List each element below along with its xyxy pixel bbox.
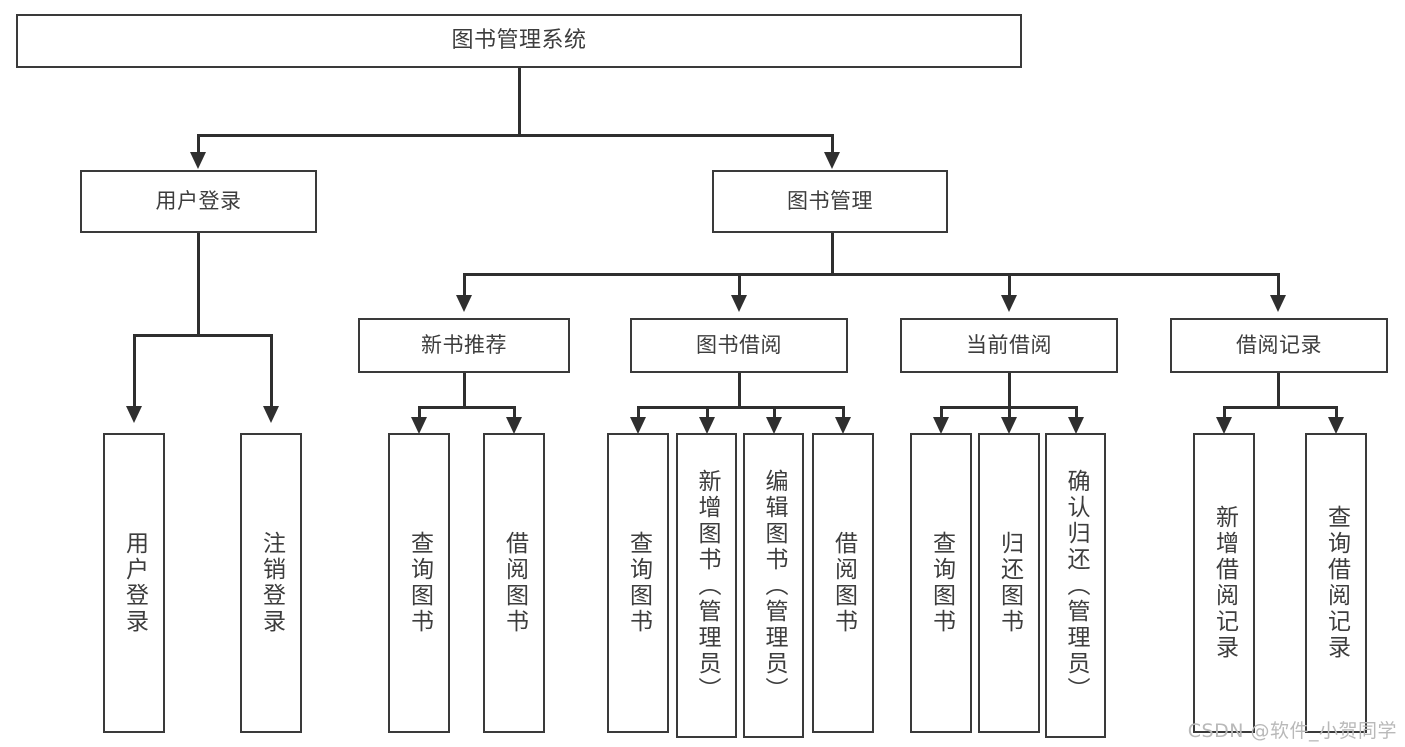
arrowhead-book-borrow-to-add [699, 417, 715, 434]
arrowhead-book-mgmt-to-record [1270, 295, 1286, 312]
connector-borrow-record-stem [1277, 373, 1280, 408]
leaf-borrow-book-label: 借阅图书 [830, 531, 857, 635]
leaf-add-borrow-record-label: 新增借阅记录 [1211, 505, 1238, 661]
arrowhead-current-borrow-to-query [933, 417, 949, 434]
arrowhead-book-mgmt-to-current [1001, 295, 1017, 312]
connector-root-to-user-login [197, 134, 200, 153]
connector-new-book-stem [463, 373, 466, 408]
leaf-return-book[interactable]: 归还图书 [978, 433, 1040, 733]
leaf-query-book-recommend[interactable]: 查询图书 [388, 433, 450, 733]
connector-book-borrow-to-add [706, 406, 709, 418]
connector-book-mgmt-to-record [1277, 273, 1280, 296]
node-current-borrow[interactable]: 当前借阅 [900, 318, 1118, 373]
arrowhead-current-borrow-to-return [1001, 417, 1017, 434]
node-book-borrow[interactable]: 图书借阅 [630, 318, 848, 373]
leaf-query-book-recommend-label: 查询图书 [406, 531, 433, 635]
connector-new-book-bus [418, 406, 516, 409]
leaf-borrow-book[interactable]: 借阅图书 [812, 433, 874, 733]
arrowhead-book-borrow-to-query [630, 417, 646, 434]
arrowhead-user-login-to-logout [263, 406, 279, 423]
node-user-login-label: 用户登录 [155, 189, 242, 214]
connector-book-borrow-to-edit [773, 406, 776, 418]
node-book-borrow-label: 图书借阅 [696, 333, 782, 358]
connector-current-borrow-stem [1008, 373, 1011, 408]
arrowhead-new-book-to-query [411, 417, 427, 434]
connector-book-borrow-bus [637, 406, 845, 409]
connector-borrow-record-to-query [1335, 406, 1338, 418]
arrowhead-root-to-user-login [190, 152, 206, 169]
connector-current-borrow-to-confirm [1075, 406, 1078, 418]
leaf-borrow-book-recommend-label: 借阅图书 [501, 531, 528, 635]
arrowhead-book-mgmt-to-new-book [456, 295, 472, 312]
leaf-query-book-current[interactable]: 查询图书 [910, 433, 972, 733]
connector-user-login-to-login [133, 334, 136, 407]
connector-user-login-stem [197, 233, 200, 336]
node-new-book-recommend-label: 新书推荐 [421, 333, 507, 358]
arrowhead-book-borrow-to-edit [766, 417, 782, 434]
arrowhead-new-book-to-borrow [506, 417, 522, 434]
connector-root-to-book-mgmt [831, 134, 834, 153]
connector-current-borrow-to-query [940, 406, 943, 418]
node-new-book-recommend[interactable]: 新书推荐 [358, 318, 570, 373]
leaf-user-login[interactable]: 用户登录 [103, 433, 165, 733]
connector-new-book-to-borrow [513, 406, 516, 418]
node-current-borrow-label: 当前借阅 [966, 333, 1052, 358]
leaf-add-borrow-record[interactable]: 新增借阅记录 [1193, 433, 1255, 733]
leaf-logout-label: 注销登录 [258, 531, 285, 635]
leaf-edit-book[interactable]: 编辑图书（管理员） [743, 433, 804, 738]
node-borrow-record-label: 借阅记录 [1236, 333, 1322, 358]
connector-book-borrow-to-borrow [842, 406, 845, 418]
connector-book-mgmt-bus [463, 273, 1280, 276]
leaf-user-login-label: 用户登录 [121, 531, 148, 635]
leaf-confirm-return[interactable]: 确认归还（管理员） [1045, 433, 1106, 738]
node-book-management[interactable]: 图书管理 [712, 170, 948, 233]
leaf-query-book-borrow[interactable]: 查询图书 [607, 433, 669, 733]
connector-root-bus [197, 134, 834, 137]
leaf-query-borrow-record-label: 查询借阅记录 [1323, 505, 1350, 661]
arrowhead-book-borrow-to-borrow [835, 417, 851, 434]
arrowhead-book-mgmt-to-borrow [731, 295, 747, 312]
connector-user-login-bus [133, 334, 273, 337]
connector-new-book-to-query [418, 406, 421, 418]
leaf-edit-book-label: 编辑图书（管理员） [761, 468, 787, 703]
node-root[interactable]: 图书管理系统 [16, 14, 1022, 68]
arrowhead-root-to-book-mgmt [824, 152, 840, 169]
connector-user-login-to-logout [270, 334, 273, 407]
connector-borrow-record-bus [1223, 406, 1338, 409]
node-borrow-record[interactable]: 借阅记录 [1170, 318, 1388, 373]
arrowhead-borrow-record-to-add [1216, 417, 1232, 434]
node-root-label: 图书管理系统 [451, 28, 587, 54]
node-book-management-label: 图书管理 [787, 189, 873, 214]
leaf-query-book-borrow-label: 查询图书 [625, 531, 652, 635]
connector-book-mgmt-to-new-book [463, 273, 466, 296]
connector-borrow-record-to-add [1223, 406, 1226, 418]
connector-book-mgmt-stem [831, 233, 834, 275]
connector-book-borrow-to-query [637, 406, 640, 418]
leaf-borrow-book-recommend[interactable]: 借阅图书 [483, 433, 545, 733]
leaf-add-book[interactable]: 新增图书（管理员） [676, 433, 737, 738]
leaf-query-borrow-record[interactable]: 查询借阅记录 [1305, 433, 1367, 733]
leaf-confirm-return-label: 确认归还（管理员） [1063, 468, 1089, 703]
arrowhead-borrow-record-to-query [1328, 417, 1344, 434]
arrowhead-user-login-to-login [126, 406, 142, 423]
connector-current-borrow-to-return [1008, 406, 1011, 418]
arrowhead-current-borrow-to-confirm [1068, 417, 1084, 434]
connector-book-mgmt-to-current [1008, 273, 1011, 296]
connector-book-mgmt-to-borrow [738, 273, 741, 296]
leaf-return-book-label: 归还图书 [996, 531, 1023, 635]
leaf-logout[interactable]: 注销登录 [240, 433, 302, 733]
connector-book-borrow-stem [738, 373, 741, 408]
leaf-query-book-current-label: 查询图书 [928, 531, 955, 635]
leaf-add-book-label: 新增图书（管理员） [694, 468, 720, 703]
node-user-login[interactable]: 用户登录 [80, 170, 317, 233]
connector-root-stem [518, 68, 521, 136]
